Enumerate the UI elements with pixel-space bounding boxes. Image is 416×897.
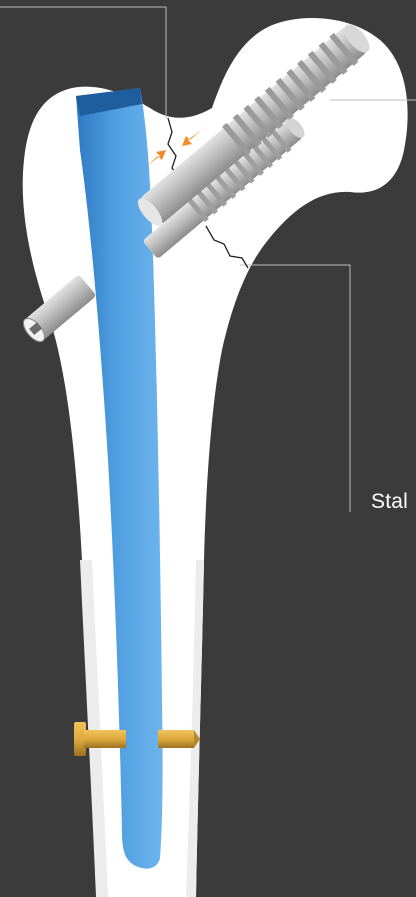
stability-callout-label: Stal bbox=[371, 490, 408, 514]
leader-line-stability bbox=[240, 265, 350, 512]
